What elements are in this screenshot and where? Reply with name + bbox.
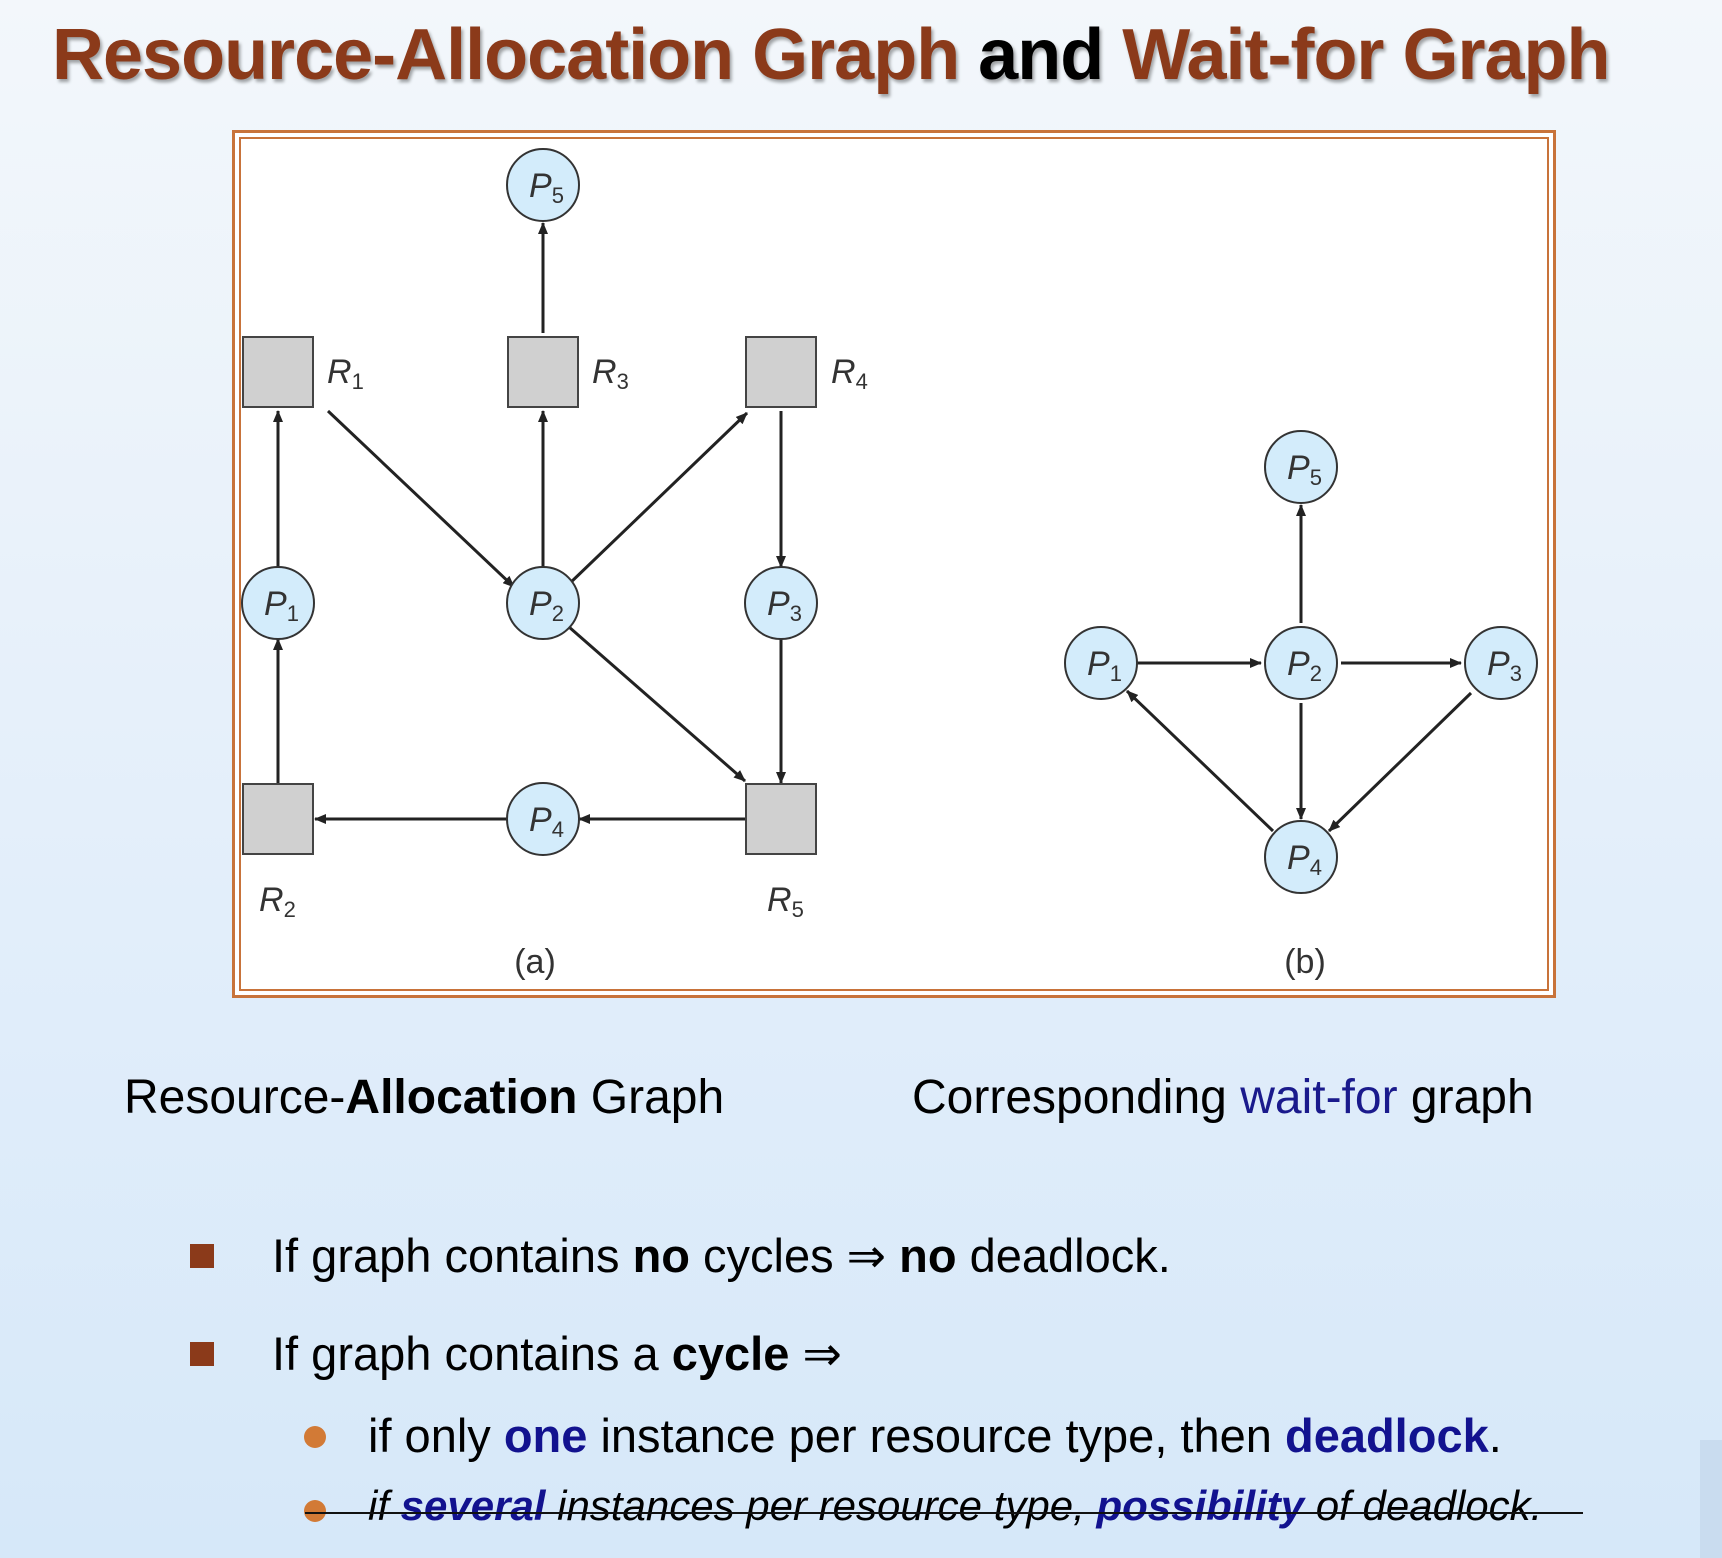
bullet-2-text-b: ⇒ — [789, 1327, 842, 1380]
process-p3-a — [744, 566, 818, 640]
sub-bullet-2: if several instances per resource type, … — [368, 1482, 1542, 1530]
bullet-item-2: If graph contains a cycle ⇒ — [272, 1326, 842, 1382]
caption-right-highlight: wait-for — [1240, 1071, 1398, 1124]
sub-2-text-c: of deadlock. — [1304, 1482, 1543, 1529]
sub-1-text-a: if only — [368, 1409, 504, 1462]
bullet-square-icon — [190, 1244, 214, 1268]
label-p3-a: P3 — [767, 585, 802, 626]
panel-label-a: (a) — [514, 943, 556, 981]
bullet-dot-icon — [304, 1500, 326, 1522]
resource-r3 — [507, 336, 579, 408]
caption-left-suffix: Graph — [577, 1071, 725, 1124]
sub-bullet-1: if only one instance per resource type, … — [368, 1408, 1502, 1463]
title-part-1: Resource-Allocation Graph — [52, 15, 960, 95]
process-p4-b — [1264, 820, 1338, 894]
edge-p2-r5 — [568, 625, 746, 783]
sub-1-emphasis-a: one — [503, 1409, 588, 1462]
sub-2-text-b: instances per resource type, — [545, 1482, 1097, 1529]
bullet-square-icon — [190, 1342, 214, 1366]
process-p1-a — [241, 566, 315, 640]
process-p1-b — [1064, 626, 1138, 700]
title-part-2: and — [959, 15, 1123, 95]
sub-2-emphasis-a: several — [400, 1482, 546, 1529]
edge-b-p3-p4 — [1327, 691, 1473, 833]
label-p2-a: P2 — [529, 585, 564, 626]
sub-1-emphasis-b: deadlock — [1284, 1409, 1489, 1462]
process-p5-b — [1264, 430, 1338, 504]
label-r5: R5 — [767, 881, 804, 922]
graph-figure: P5 P1 P2 P3 P4 R1 R3 R4 R2 R5 — [232, 130, 1556, 998]
figure-inner-border — [239, 137, 1549, 991]
caption-wait-for: Corresponding wait-for graph — [912, 1070, 1534, 1125]
panel-label-b: (b) — [1284, 943, 1326, 981]
sub-2-emphasis-b: possibility — [1096, 1482, 1305, 1529]
caption-resource-allocation: Resource-Allocation Graph — [124, 1070, 724, 1125]
bullet-1-text-b: cycles ⇒ — [689, 1229, 900, 1282]
bullet-1-bold-b: no — [899, 1229, 957, 1282]
process-p5-a — [506, 148, 580, 222]
caption-left-prefix: Resource- — [124, 1071, 346, 1124]
process-p4-a — [506, 782, 580, 856]
bullet-2-text-a: If graph contains a — [272, 1327, 672, 1380]
graph-diagram: P5 P1 P2 P3 P4 R1 R3 R4 R2 R5 — [241, 148, 1538, 981]
resource-r2 — [242, 783, 314, 855]
bullet-1-text-a: If graph contains — [272, 1229, 633, 1282]
process-p2-a — [506, 566, 580, 640]
title-part-3: Wait-for Graph — [1122, 15, 1610, 95]
edge-p2-r4 — [566, 411, 749, 587]
bullet-1-bold-a: no — [632, 1229, 690, 1282]
resource-r5 — [745, 783, 817, 855]
label-r1: R1 — [327, 353, 364, 394]
sub-1-text-c: . — [1488, 1409, 1502, 1462]
caption-left-bold: Allocation — [345, 1071, 578, 1124]
slide-title: Resource-Allocation Graph and Wait-for G… — [52, 14, 1610, 96]
corner-decoration — [1700, 1440, 1722, 1558]
label-r2: R2 — [259, 881, 296, 922]
bullet-2-bold: cycle — [671, 1327, 790, 1380]
caption-right-prefix: Corresponding — [912, 1071, 1241, 1124]
resource-r1 — [242, 336, 314, 408]
caption-right-suffix: graph — [1397, 1071, 1534, 1124]
bullet-dot-icon — [304, 1426, 326, 1448]
sub-2-text-a: if — [368, 1482, 401, 1529]
process-p2-b — [1264, 626, 1338, 700]
label-r3: R3 — [592, 353, 629, 394]
resource-r4 — [745, 336, 817, 408]
bullet-1-text-c: deadlock. — [956, 1229, 1171, 1282]
edge-b-p4-p1 — [1125, 689, 1275, 833]
process-p3-b — [1464, 626, 1538, 700]
sub-1-text-b: instance per resource type, then — [587, 1409, 1285, 1462]
edge-r1-p2 — [326, 409, 516, 589]
strikethrough-line — [305, 1512, 1583, 1514]
bullet-item-1: If graph contains no cycles ⇒ no deadloc… — [272, 1228, 1171, 1284]
label-r4: R4 — [831, 353, 868, 394]
